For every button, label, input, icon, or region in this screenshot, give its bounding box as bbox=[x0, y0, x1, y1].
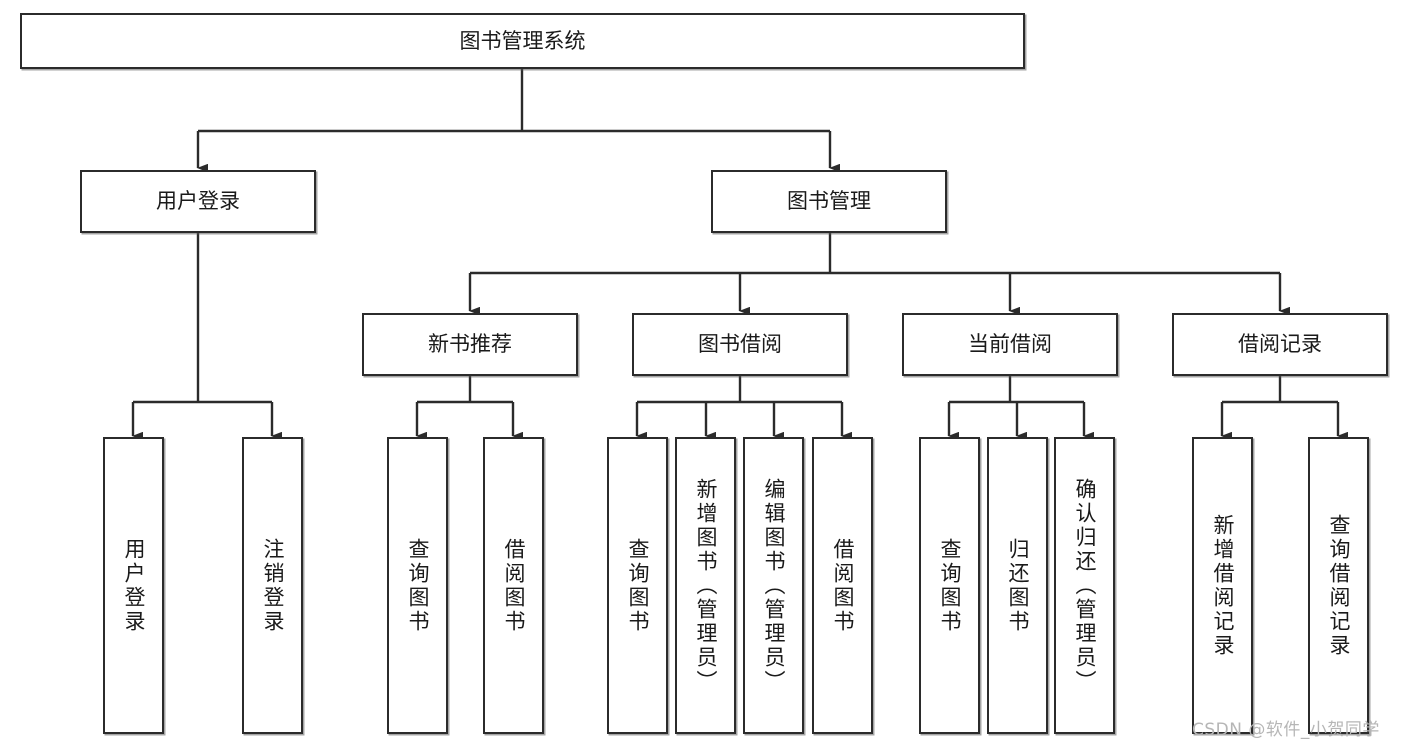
node-label: 编辑图书（管理员） bbox=[762, 477, 786, 694]
node-label: 新增借阅记录 bbox=[1211, 513, 1235, 658]
node-root-system[interactable]: 图书管理系统 bbox=[20, 13, 1025, 69]
node-leaf-current-query-book[interactable]: 查询图书 bbox=[919, 437, 980, 734]
node-label: 用户登录 bbox=[156, 189, 240, 214]
node-label: 查询图书 bbox=[406, 537, 430, 634]
node-label: 图书管理 bbox=[787, 189, 871, 214]
node-leaf-current-return-book[interactable]: 归还图书 bbox=[987, 437, 1048, 734]
node-new-book-recommend[interactable]: 新书推荐 bbox=[362, 313, 578, 376]
node-leaf-recommend-query-book[interactable]: 查询图书 bbox=[387, 437, 448, 734]
node-label: 当前借阅 bbox=[968, 332, 1052, 357]
node-leaf-record-add[interactable]: 新增借阅记录 bbox=[1192, 437, 1253, 734]
node-label: 查询图书 bbox=[938, 537, 962, 634]
node-leaf-borrow-add-book[interactable]: 新增图书（管理员） bbox=[675, 437, 736, 734]
node-label: 图书借阅 bbox=[698, 332, 782, 357]
node-leaf-borrow-borrow-book[interactable]: 借阅图书 bbox=[812, 437, 873, 734]
node-label: 新书推荐 bbox=[428, 332, 512, 357]
node-leaf-borrow-edit-book[interactable]: 编辑图书（管理员） bbox=[743, 437, 804, 734]
node-label: 借阅图书 bbox=[831, 537, 855, 634]
node-user-login[interactable]: 用户登录 bbox=[80, 170, 316, 233]
node-label: 确认归还（管理员） bbox=[1073, 477, 1097, 694]
node-label: 新增图书（管理员） bbox=[694, 477, 718, 694]
node-leaf-record-query[interactable]: 查询借阅记录 bbox=[1308, 437, 1369, 734]
node-label: 归还图书 bbox=[1006, 537, 1030, 634]
watermark-credit: CSDN @软件_小贺同学 bbox=[1192, 720, 1380, 740]
node-label: 用户登录 bbox=[122, 537, 146, 634]
node-leaf-recommend-borrow-book[interactable]: 借阅图书 bbox=[483, 437, 544, 734]
node-borrow-record[interactable]: 借阅记录 bbox=[1172, 313, 1388, 376]
node-current-borrow[interactable]: 当前借阅 bbox=[902, 313, 1118, 376]
node-label: 查询借阅记录 bbox=[1327, 513, 1351, 658]
node-leaf-user-logout[interactable]: 注销登录 bbox=[242, 437, 303, 734]
node-label: 图书管理系统 bbox=[459, 28, 586, 53]
node-label: 借阅图书 bbox=[502, 537, 526, 634]
node-leaf-user-login[interactable]: 用户登录 bbox=[103, 437, 164, 734]
node-label: 借阅记录 bbox=[1238, 332, 1322, 357]
node-book-management[interactable]: 图书管理 bbox=[711, 170, 947, 233]
node-leaf-current-confirm-return[interactable]: 确认归还（管理员） bbox=[1054, 437, 1115, 734]
node-label: 注销登录 bbox=[261, 537, 285, 634]
node-book-borrow[interactable]: 图书借阅 bbox=[632, 313, 848, 376]
node-leaf-borrow-query-book[interactable]: 查询图书 bbox=[607, 437, 668, 734]
node-label: 查询图书 bbox=[626, 537, 650, 634]
